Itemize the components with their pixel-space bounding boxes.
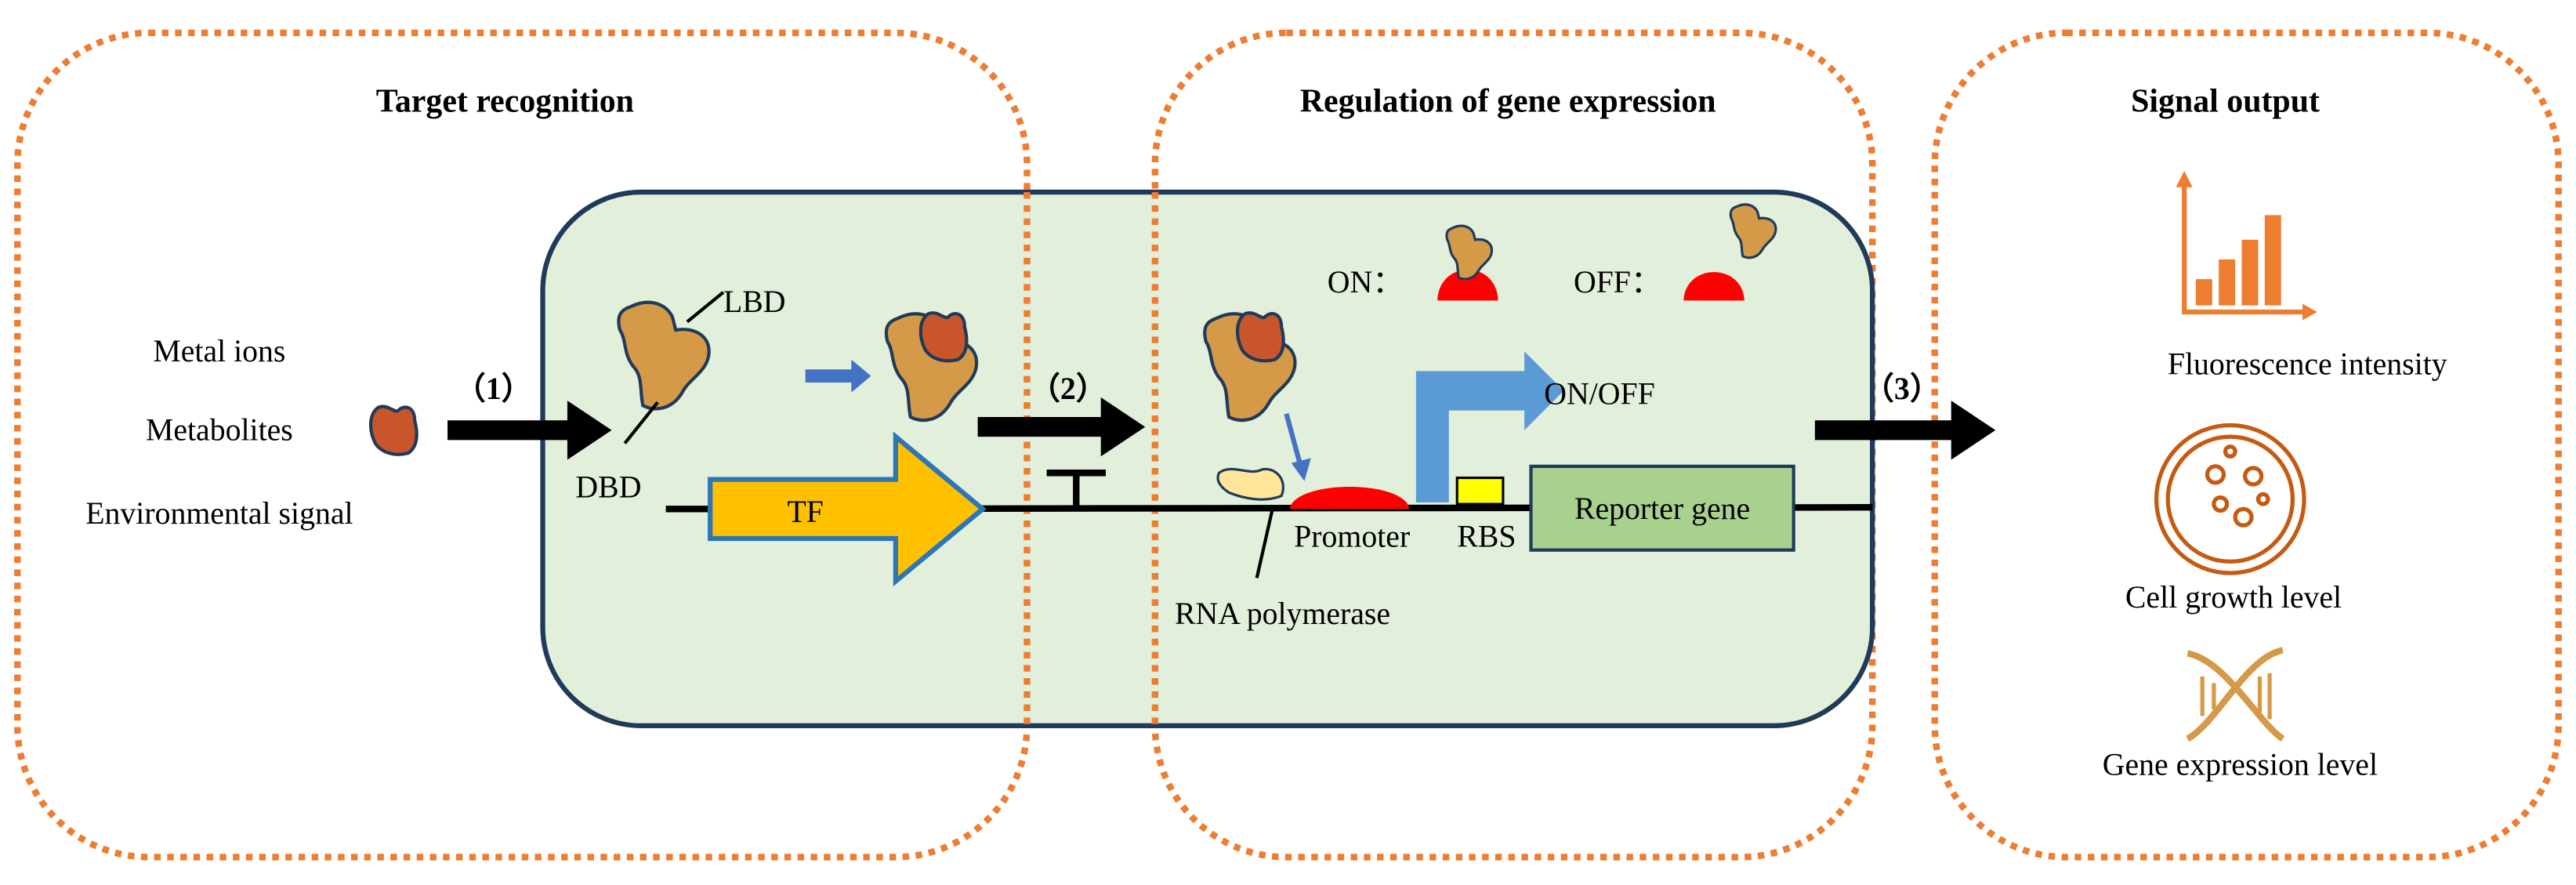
binding-arrow [805, 359, 871, 393]
reporter-gene [1529, 464, 1795, 552]
rna-polymerase-pointer [1255, 505, 1275, 579]
title-target-recognition: Target recognition [376, 83, 634, 119]
reporter-gene-label: Reporter gene [1574, 491, 1750, 526]
title-signal-output: Signal output [2131, 83, 2320, 119]
step-1-label: （1） [455, 372, 532, 406]
dbd-pointer [623, 401, 659, 444]
on-off-label: ON/OFF [1544, 376, 1655, 411]
step-3-label: （3） [1863, 372, 1940, 406]
rbs-shape [1455, 476, 1505, 506]
cell [540, 189, 1875, 728]
bound-ligand-icon-2 [1237, 313, 1284, 361]
title-regulation: Regulation of gene expression [1300, 83, 1716, 119]
panel-signal-output [1931, 29, 2562, 861]
on-promoter-icon [1437, 270, 1498, 301]
tf-gene-arrow [708, 431, 987, 587]
petri-dish-icon [2154, 423, 2306, 575]
repression-icon [1046, 470, 1106, 508]
promoter-label: Promoter [1294, 520, 1410, 554]
step-1-arrow [447, 401, 612, 460]
transcription-arrow [1415, 351, 1564, 502]
step-2-label: （2） [1029, 372, 1107, 406]
output-fluorescence: Fluorescence intensity [2168, 347, 2447, 382]
on-label: ON： [1328, 265, 1404, 299]
input-environmental-signal: Environmental signal [85, 496, 353, 531]
bar-chart-icon [2176, 170, 2317, 321]
dbd-label: DBD [575, 470, 641, 505]
output-cell-growth: Cell growth level [2125, 580, 2342, 615]
ligand-icon [371, 407, 417, 455]
panel-target-recognition [14, 29, 1031, 861]
rna-polymerase-label: RNA polymerase [1175, 597, 1390, 631]
step-2-arrow [977, 397, 1146, 457]
lbd-label: LBD [723, 285, 786, 319]
blue-arrow [1284, 413, 1304, 469]
lbd-pointer [686, 291, 725, 324]
dna-icon [2186, 647, 2285, 742]
rbs-label: RBS [1457, 520, 1516, 554]
off-promoter-icon [1683, 272, 1745, 301]
blue-arrowhead [1291, 458, 1311, 481]
promoter-shape [1289, 487, 1410, 510]
bound-ligand-icon [921, 313, 967, 361]
rna-polymerase-icon [1216, 467, 1284, 501]
off-label: OFF： [1574, 265, 1662, 299]
output-gene-expression: Gene expression level [2103, 748, 2378, 782]
step-3-arrow [1814, 401, 1996, 460]
input-metal-ions: Metal ions [153, 334, 285, 368]
input-metabolites: Metabolites [146, 412, 293, 447]
tf-label: TF [787, 495, 823, 529]
